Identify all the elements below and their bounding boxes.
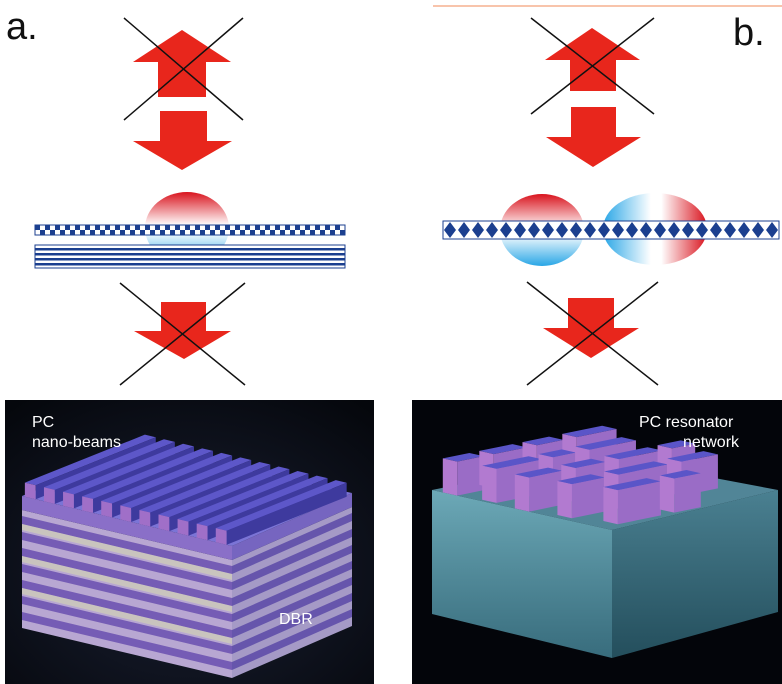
pc-nano-beams <box>22 434 352 560</box>
dbr-stack <box>22 507 352 678</box>
cross-icon <box>526 281 659 386</box>
render-a <box>5 400 374 684</box>
pc-membrane <box>442 220 780 240</box>
arrow-down-icon <box>133 111 232 170</box>
panel-a-diagram <box>34 17 346 386</box>
arrow-down-icon <box>543 298 639 358</box>
panel-label-b: b. <box>733 12 765 54</box>
cross-icon <box>119 282 246 386</box>
label-nano-beams: nano-beams <box>32 434 121 451</box>
nano-beam <box>215 480 347 545</box>
pc-membrane <box>34 224 346 236</box>
label-network: network <box>683 434 740 451</box>
resonator-block <box>659 470 701 513</box>
resonator-block <box>514 467 563 512</box>
arrow-down-icon <box>134 302 231 359</box>
resonator-block <box>603 478 661 525</box>
resonator-block <box>557 474 606 519</box>
resonator-block <box>442 452 484 496</box>
panel-b-diagram <box>433 5 782 386</box>
label-pc: PC <box>32 414 55 431</box>
label-pc-resonator: PC resonator <box>639 414 734 431</box>
arrow-up-icon <box>545 28 640 91</box>
cross-icon <box>530 17 655 115</box>
cross-icon <box>123 17 244 121</box>
panel-label-a: a. <box>6 6 38 48</box>
render-b <box>412 400 782 684</box>
dbr-mirror <box>34 244 346 269</box>
arrow-down-icon <box>546 107 641 167</box>
label-dbr: DBR <box>279 611 313 628</box>
pc-resonator-network <box>442 425 718 525</box>
